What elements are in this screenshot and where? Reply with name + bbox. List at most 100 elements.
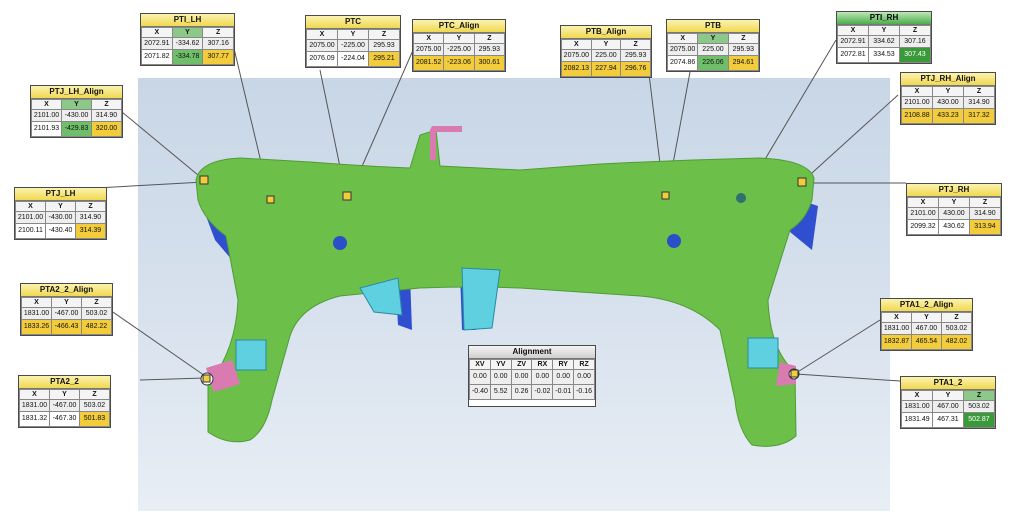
nominal-value: 2075.00 (306, 39, 338, 52)
measured-value: 2071.82 (141, 49, 173, 65)
col-header-z: Z (75, 201, 106, 212)
nominal-value: -334.62 (171, 37, 204, 50)
point-title: PTC (306, 16, 400, 29)
nominal-value: 314.90 (75, 211, 106, 224)
measured-value: -429.83 (61, 121, 92, 137)
nominal-value: 314.90 (91, 109, 122, 122)
measured-value: 334.53 (868, 47, 900, 63)
measured-value: 2072.81 (837, 47, 869, 63)
nominal-value: 2072.91 (141, 37, 173, 50)
col-header-y: Y (932, 390, 964, 401)
alignment-value: -0.01 (552, 384, 575, 400)
alignment-col-header: RX (531, 359, 554, 370)
measured-value: 1833.26 (21, 319, 52, 335)
measured-value: -334.78 (171, 49, 204, 65)
alignment-value: 0.26 (510, 384, 533, 400)
alignment-title: Alignment (469, 346, 595, 359)
nominal-value: 2075.00 (412, 43, 445, 56)
alignment-value: -0.40 (469, 384, 491, 400)
measured-value: 296.76 (620, 61, 651, 77)
alignment-value: -0.16 (573, 384, 595, 400)
measured-value: -224.04 (337, 51, 369, 67)
measured-value: 482.22 (81, 319, 112, 335)
measured-value: 295.21 (368, 51, 400, 67)
nominal-value: 2101.00 (15, 211, 46, 224)
measured-value: 2099.32 (907, 219, 939, 235)
measured-value: -430.40 (45, 223, 76, 239)
alignment-value: 5.52 (489, 384, 512, 400)
alignment-value: 0.00 (573, 369, 595, 385)
measured-value: 1831.32 (19, 411, 50, 427)
nominal-value: 307.16 (202, 37, 234, 50)
col-header-x: X (837, 25, 869, 36)
nominal-value: 225.00 (697, 43, 729, 56)
nominal-value: 295.93 (727, 43, 760, 56)
nominal-value: 2101.00 (31, 109, 62, 122)
col-header-x: X (141, 27, 173, 38)
alignment-value: 0.00 (552, 369, 575, 385)
col-header-z: Z (81, 297, 112, 308)
point-title: PTI_RH (837, 12, 931, 25)
col-header-x: X (412, 33, 445, 44)
measured-value: 467.31 (932, 412, 964, 428)
measured-value: 2101.93 (31, 121, 62, 137)
nominal-value: 467.00 (911, 322, 942, 335)
measured-value: 313.94 (969, 219, 1001, 235)
nominal-value: 295.93 (368, 39, 400, 52)
col-header-y: Y (590, 39, 622, 50)
measured-value: 2076.09 (306, 51, 338, 67)
nominal-value: 314.90 (963, 96, 995, 109)
measured-value: 1831.49 (901, 412, 933, 428)
nominal-value: 467.00 (932, 400, 964, 413)
nominal-value: 2075.00 (666, 43, 699, 56)
nominal-value: 1831.00 (901, 400, 933, 413)
measured-value: 300.61 (473, 55, 506, 71)
col-header-y: Y (443, 33, 475, 44)
col-header-y: Y (45, 201, 76, 212)
point-title: PTA1_2 (901, 377, 995, 390)
point-title: PTA2_2 (19, 376, 110, 389)
col-header-y: Y (51, 297, 82, 308)
measured-value: 430.62 (938, 219, 970, 235)
col-header-y: Y (697, 33, 729, 44)
alignment-value: 0.00 (489, 369, 512, 385)
subframe-body (195, 129, 815, 447)
measured-value: -466.43 (51, 319, 82, 335)
col-header-x: X (31, 99, 62, 110)
alignment-col-header: XV (469, 359, 491, 370)
col-header-z: Z (473, 33, 506, 44)
point-title: PTJ_LH (15, 188, 106, 201)
col-header-z: Z (202, 27, 234, 38)
nominal-value: -467.00 (49, 399, 80, 412)
col-header-y: Y (61, 99, 92, 110)
alignment-value: 0.00 (469, 369, 491, 385)
col-header-z: Z (368, 29, 400, 40)
col-header-y: Y (337, 29, 369, 40)
col-header-y: Y (932, 86, 964, 97)
measured-value: -223.06 (443, 55, 475, 71)
alignment-col-header: YV (489, 359, 512, 370)
alignment-value: -0.02 (531, 384, 554, 400)
col-header-z: Z (727, 33, 760, 44)
col-header-z: Z (963, 86, 995, 97)
col-header-x: X (907, 197, 939, 208)
col-header-z: Z (899, 25, 931, 36)
